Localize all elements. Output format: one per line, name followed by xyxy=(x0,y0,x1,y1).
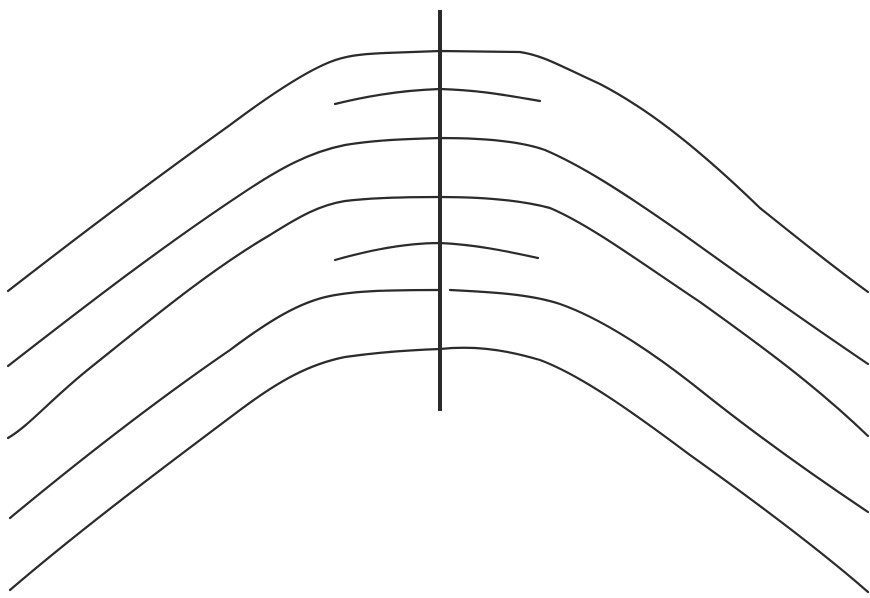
bed-line-4-right xyxy=(450,290,868,512)
lens-line-upper xyxy=(335,89,540,104)
lens-line-lower xyxy=(335,243,538,260)
bed-line-4-left xyxy=(10,290,438,518)
